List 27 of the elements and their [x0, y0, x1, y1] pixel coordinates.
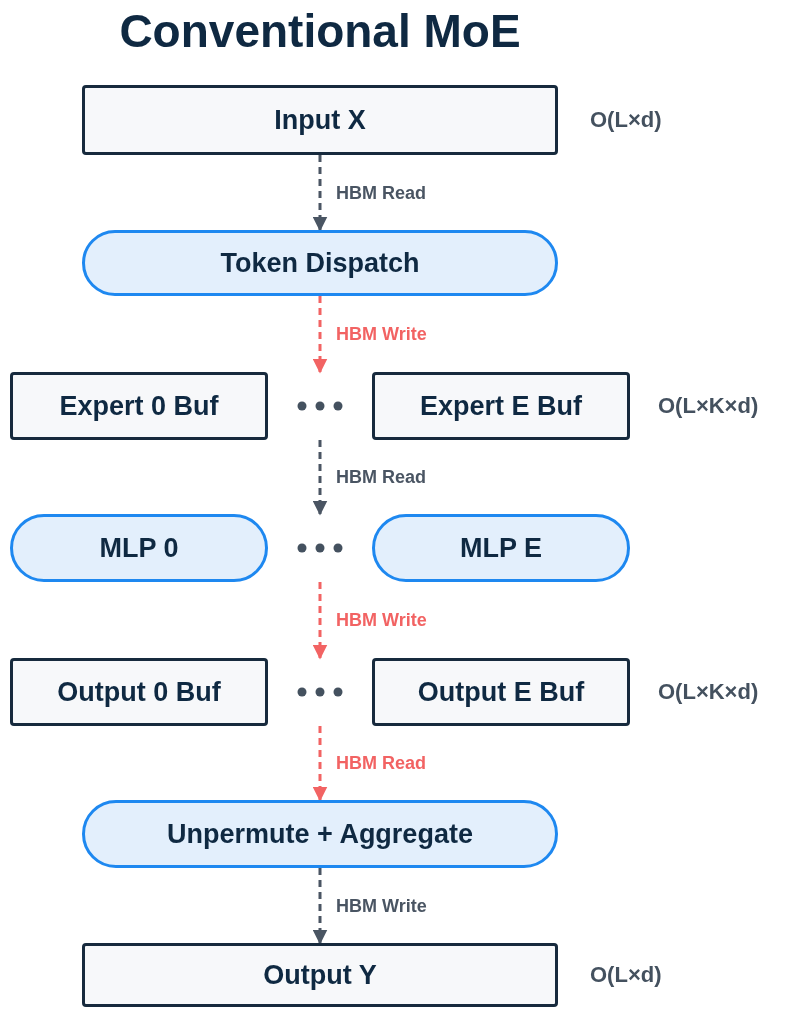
node-label: Input X — [274, 104, 366, 136]
diagram-title: Conventional MoE — [118, 4, 522, 58]
dashed-arrow — [312, 155, 328, 232]
dashed-arrow — [312, 868, 328, 945]
node-label: Token Dispatch — [220, 247, 420, 279]
dashed-arrow — [312, 440, 328, 516]
complexity-label: O(L×K×d) — [658, 393, 759, 419]
data-box — [372, 372, 630, 440]
node-label: MLP E — [460, 532, 542, 564]
data-box — [82, 943, 558, 1007]
node-label: Unpermute + Aggregate — [167, 818, 473, 850]
dashed-arrow — [312, 726, 328, 802]
complexity-label: O(L×K×d) — [658, 679, 759, 705]
complexity-label: O(L×d) — [590, 962, 662, 988]
node-label: Output Y — [263, 959, 377, 991]
node-label: Expert E Buf — [420, 390, 582, 422]
data-box — [10, 372, 268, 440]
node-label: Expert 0 Buf — [59, 390, 219, 422]
node-label: Output E Buf — [417, 676, 585, 708]
data-box — [10, 658, 268, 726]
node-label: MLP 0 — [99, 532, 179, 564]
dashed-arrow — [312, 296, 328, 374]
data-box — [82, 85, 558, 155]
data-box — [372, 658, 630, 726]
dashed-arrow — [312, 582, 328, 660]
complexity-label: O(L×d) — [590, 107, 662, 133]
node-label: Output 0 Buf — [57, 676, 221, 708]
